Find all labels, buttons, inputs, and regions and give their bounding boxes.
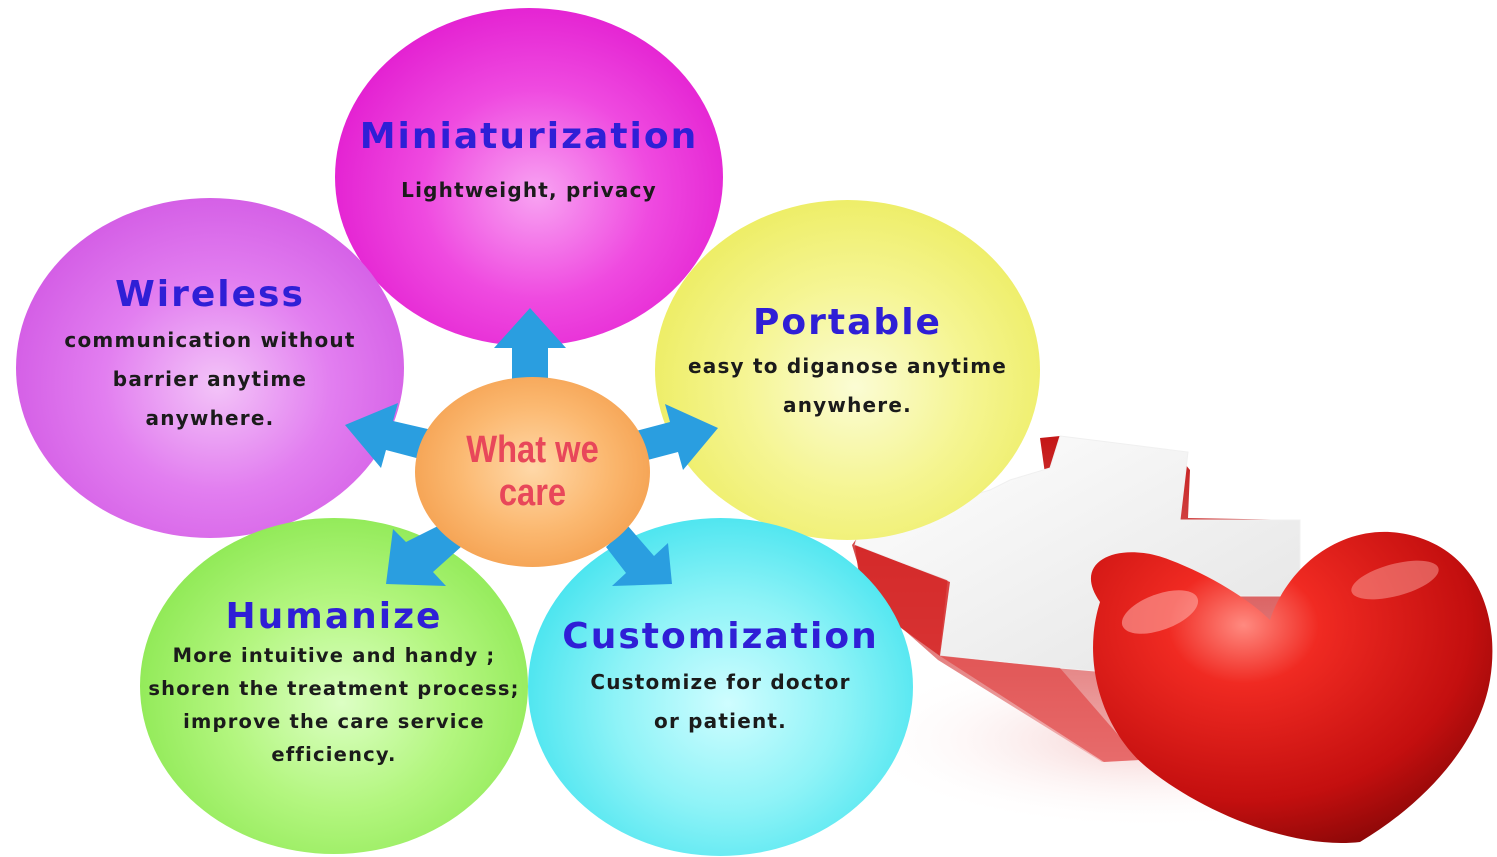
arrow-right-icon [632,404,718,470]
arrow-down-left-icon [386,524,462,586]
desc-line: Customize for doctor [590,670,851,694]
bubble-title-miniaturization: Miniaturization [359,116,699,157]
bubble-humanize: Humanize More intuitive and handy ; shor… [140,518,528,854]
bubble-title-portable: Portable [753,302,942,343]
desc-line: efficiency. [271,743,397,766]
desc-line: Lightweight, privacy [401,178,657,202]
heart-icon [1090,531,1493,844]
desc-line: communication without [64,328,356,352]
bubble-desc-wireless: communication without barrier anytime an… [64,321,355,438]
bubble-title-humanize: Humanize [225,596,443,637]
center-label: What we care [466,429,599,514]
bubble-title-customization: Customization [562,616,879,657]
desc-line: anywhere. [783,393,912,417]
arrow-down-right-icon [606,526,672,586]
bubble-desc-miniaturization: Lightweight, privacy [401,171,657,210]
bubble-desc-humanize: More intuitive and handy ; shoren the tr… [148,639,519,771]
bubble-desc-portable: easy to diganose anytime anywhere. [688,347,1007,425]
desc-line: shoren the treatment process; [148,677,520,700]
bubble-miniaturization: Miniaturization Lightweight, privacy [335,8,723,346]
bubble-title-wireless: Wireless [115,274,305,315]
desc-line: or patient. [654,709,787,733]
bubble-portable: Portable easy to diganose anytime anywhe… [655,200,1040,540]
desc-line: improve the care service [183,710,485,733]
desc-line: More intuitive and handy ; [172,644,496,667]
desc-line: easy to diganose anytime [687,354,1007,378]
arrow-left-icon [345,403,432,468]
bubble-wireless: Wireless communication without barrier a… [16,198,404,538]
center-node: What we care [415,377,650,567]
bubble-customization: Customization Customize for doctor or pa… [528,518,913,856]
desc-line: barrier anytime [112,367,308,391]
arrow-up-icon [494,308,566,380]
bubble-desc-customization: Customize for doctor or patient. [590,663,850,741]
desc-line: anywhere. [145,406,275,430]
